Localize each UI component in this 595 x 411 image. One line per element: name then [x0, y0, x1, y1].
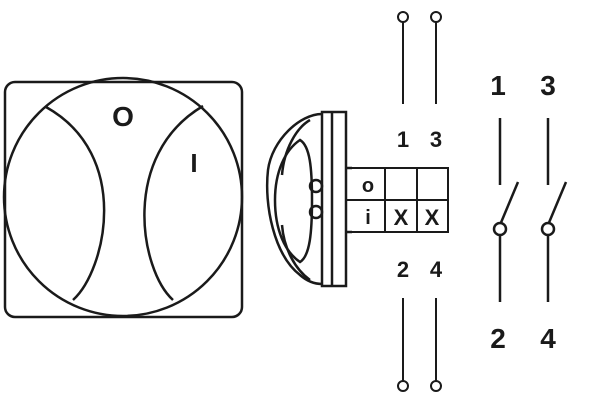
switch-side-view	[265, 110, 352, 288]
table-position-on: i	[365, 207, 371, 229]
schematic-terminal-3: 3	[540, 70, 556, 101]
schematic-pivot	[492, 221, 508, 237]
terminal-dot	[397, 11, 409, 23]
table-position-off: o	[362, 175, 374, 197]
knob-right-lobe-curve	[143, 104, 204, 301]
bottom-terminal-wires	[397, 298, 442, 392]
knob-outline	[2, 76, 244, 318]
table-bottom-terminal-4: 4	[430, 257, 443, 282]
side-knob-rim-lower	[280, 224, 311, 282]
knob-on-label: I	[190, 148, 197, 178]
schematic-contact-blade-1	[498, 181, 520, 226]
table-top-terminal-3: 3	[430, 127, 442, 152]
table-top-terminal-1: 1	[397, 127, 409, 152]
side-knob-outer	[265, 112, 323, 286]
schematic-terminal-4: 4	[540, 323, 556, 354]
side-screw	[308, 204, 324, 220]
schematic-terminal-2: 2	[490, 323, 506, 354]
side-knob-rim	[280, 118, 311, 176]
table-cell-on-1: X	[394, 205, 409, 230]
side-knob-inner	[273, 138, 314, 264]
terminal-dot	[430, 380, 442, 392]
schematic-switch-symbol	[492, 118, 568, 302]
top-terminal-wires	[397, 11, 442, 104]
terminal-dot	[430, 11, 442, 23]
schematic-terminal-1: 1	[490, 70, 506, 101]
switch-front-view	[2, 76, 244, 319]
schematic-pivot	[540, 221, 556, 237]
knob-off-label: O	[112, 101, 134, 132]
terminal-dot	[397, 380, 409, 392]
side-body	[320, 110, 348, 288]
contact-table	[345, 167, 449, 233]
knob-left-lobe-curve	[45, 105, 106, 301]
table-cell-on-3: X	[425, 205, 440, 230]
schematic-contact-blade-3	[546, 181, 568, 226]
side-screw	[308, 178, 324, 194]
table-bottom-terminal-2: 2	[397, 257, 409, 282]
